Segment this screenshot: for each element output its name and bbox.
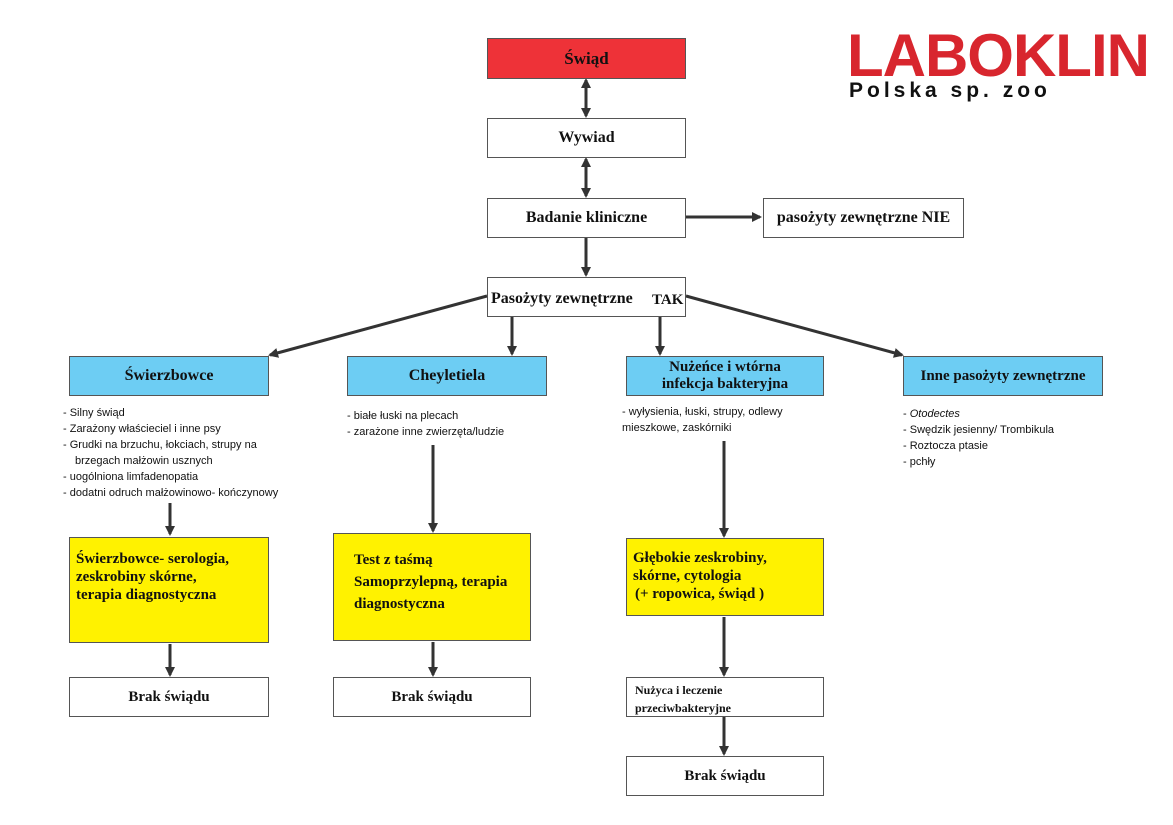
list-item: - Otodectes — [903, 408, 960, 420]
node-pasozyty-tak-label: Pasożyty zewnętrzne — [491, 290, 633, 307]
list-item-text: Roztocza ptasie — [909, 440, 988, 452]
cheyletiela-symptoms: - białe łuski na plecach - zarażone inne… — [347, 408, 504, 440]
node-swierzbowce-label: Świerzbowce — [124, 367, 214, 384]
node-wywiad: Wywiad — [487, 118, 686, 158]
node-swierzbowce-test: Świerzbowce- serologia, zeskrobiny skórn… — [69, 537, 269, 643]
list-item: - Swędzik jesienny/ Trombikula — [903, 424, 1055, 436]
test-line: terapia diagnostyczna — [76, 587, 217, 603]
node-nuzeniec: Nużeńce i wtórna infekcja bakteryjna — [626, 356, 824, 396]
logo-subtitle: Polska sp. zoo — [849, 79, 1051, 102]
test-line: (+ ropowica, świąd ) — [635, 586, 765, 602]
node-cheyletiela-test: Test z taśmą Samoprzylepną, terapia diag… — [333, 533, 531, 641]
list-item: - zarażone inne zwierzęta/ludzie — [347, 426, 505, 438]
node-pasozyty-nie: pasożyty zewnętrzne NIE — [763, 198, 964, 238]
list-item: - Silny świąd — [63, 407, 125, 419]
node-inne: Inne pasożyty zewnętrzne — [903, 356, 1103, 396]
node-pasozyty-nie-label: pasożyty zewnętrzne NIE — [776, 209, 951, 226]
list-item-text: pchły — [909, 456, 936, 468]
list-item: - pchły — [903, 456, 936, 468]
node-pasozyty-tak: Pasożyty zewnętrzne TAK — [487, 277, 686, 317]
test-line: Głębokie zeskrobiny, — [633, 550, 767, 566]
node-badanie: Badanie kliniczne — [487, 198, 686, 238]
list-item: mieszkowe, zaskórniki — [622, 422, 732, 434]
list-item: - Grudki na brzuchu, łokciach, strupy na — [63, 439, 257, 451]
test-line: Samoprzylepną, terapia — [354, 574, 508, 590]
list-item: - Zarażony właścieciel i inne psy — [63, 423, 221, 435]
node-nuzeniec-test: Głębokie zeskrobiny, skórne, cytologia (… — [626, 538, 824, 616]
arrow-to-inne — [685, 294, 904, 358]
node-cheyletiela-label: Cheyletiela — [408, 367, 486, 384]
test-line: Test z taśmą — [354, 552, 433, 568]
list-item: - wyłysienia, łuski, strupy, odlewy — [622, 406, 783, 418]
test-line: skórne, cytologia — [633, 568, 742, 584]
node-swiad: Świąd — [487, 38, 686, 79]
result-label: Brak świądu — [684, 767, 766, 784]
node-wywiad-label: Wywiad — [558, 129, 615, 146]
list-item-text: Swędzik jesienny/ Trombikula — [909, 424, 1055, 436]
node-nuzeniec-label: Nużeńce i wtórna — [669, 359, 781, 375]
node-inne-label: Inne pasożyty zewnętrzne — [920, 367, 1086, 384]
list-item: - uogólniona limfadenopatia — [63, 471, 199, 483]
node-swiad-label: Świąd — [564, 48, 609, 68]
node-nuzeniec-result: Brak świądu — [626, 756, 824, 796]
result-label: Brak świądu — [391, 688, 473, 705]
logo-text: LABOKLIN — [847, 22, 1150, 89]
treatment-line: Nużyca i leczenie — [635, 683, 723, 697]
result-label: Brak świądu — [128, 688, 210, 705]
test-line: zeskrobiny skórne, — [76, 569, 197, 585]
tak-label: TAK — [652, 292, 684, 308]
node-cheyletiela: Cheyletiela — [347, 356, 547, 396]
node-cheyletiela-result: Brak świądu — [333, 677, 531, 717]
inne-symptoms: - Otodectes - Swędzik jesienny/ Trombiku… — [903, 406, 1054, 470]
nuzeniec-symptoms: - wyłysienia, łuski, strupy, odlewy mies… — [622, 404, 783, 436]
list-item: - białe łuski na plecach — [347, 410, 459, 422]
node-swierzbowce: Świerzbowce — [69, 356, 269, 396]
test-line: Świerzbowce- serologia, — [76, 551, 230, 567]
node-swierzbowce-result: Brak świądu — [69, 677, 269, 717]
list-item: brzegach małżowin usznych — [75, 455, 213, 467]
list-item-text: Otodectes — [909, 408, 960, 420]
swierzbowce-symptoms: - Silny świąd - Zarażony właścieciel i i… — [63, 405, 278, 501]
list-item: - Roztocza ptasie — [903, 440, 988, 452]
node-badanie-label: Badanie kliniczne — [525, 209, 648, 226]
test-line: diagnostyczna — [354, 596, 445, 612]
node-nuzeniec-label-2: infekcja bakteryjna — [661, 376, 789, 392]
treatment-line: przeciwbakteryjne — [635, 701, 731, 715]
list-item: - dodatni odruch małżowinowo- kończynowy — [63, 487, 279, 499]
arrow-to-swierzbowce — [268, 294, 488, 358]
node-nuzeniec-treatment: Nużyca i leczenie przeciwbakteryjne — [626, 677, 824, 717]
